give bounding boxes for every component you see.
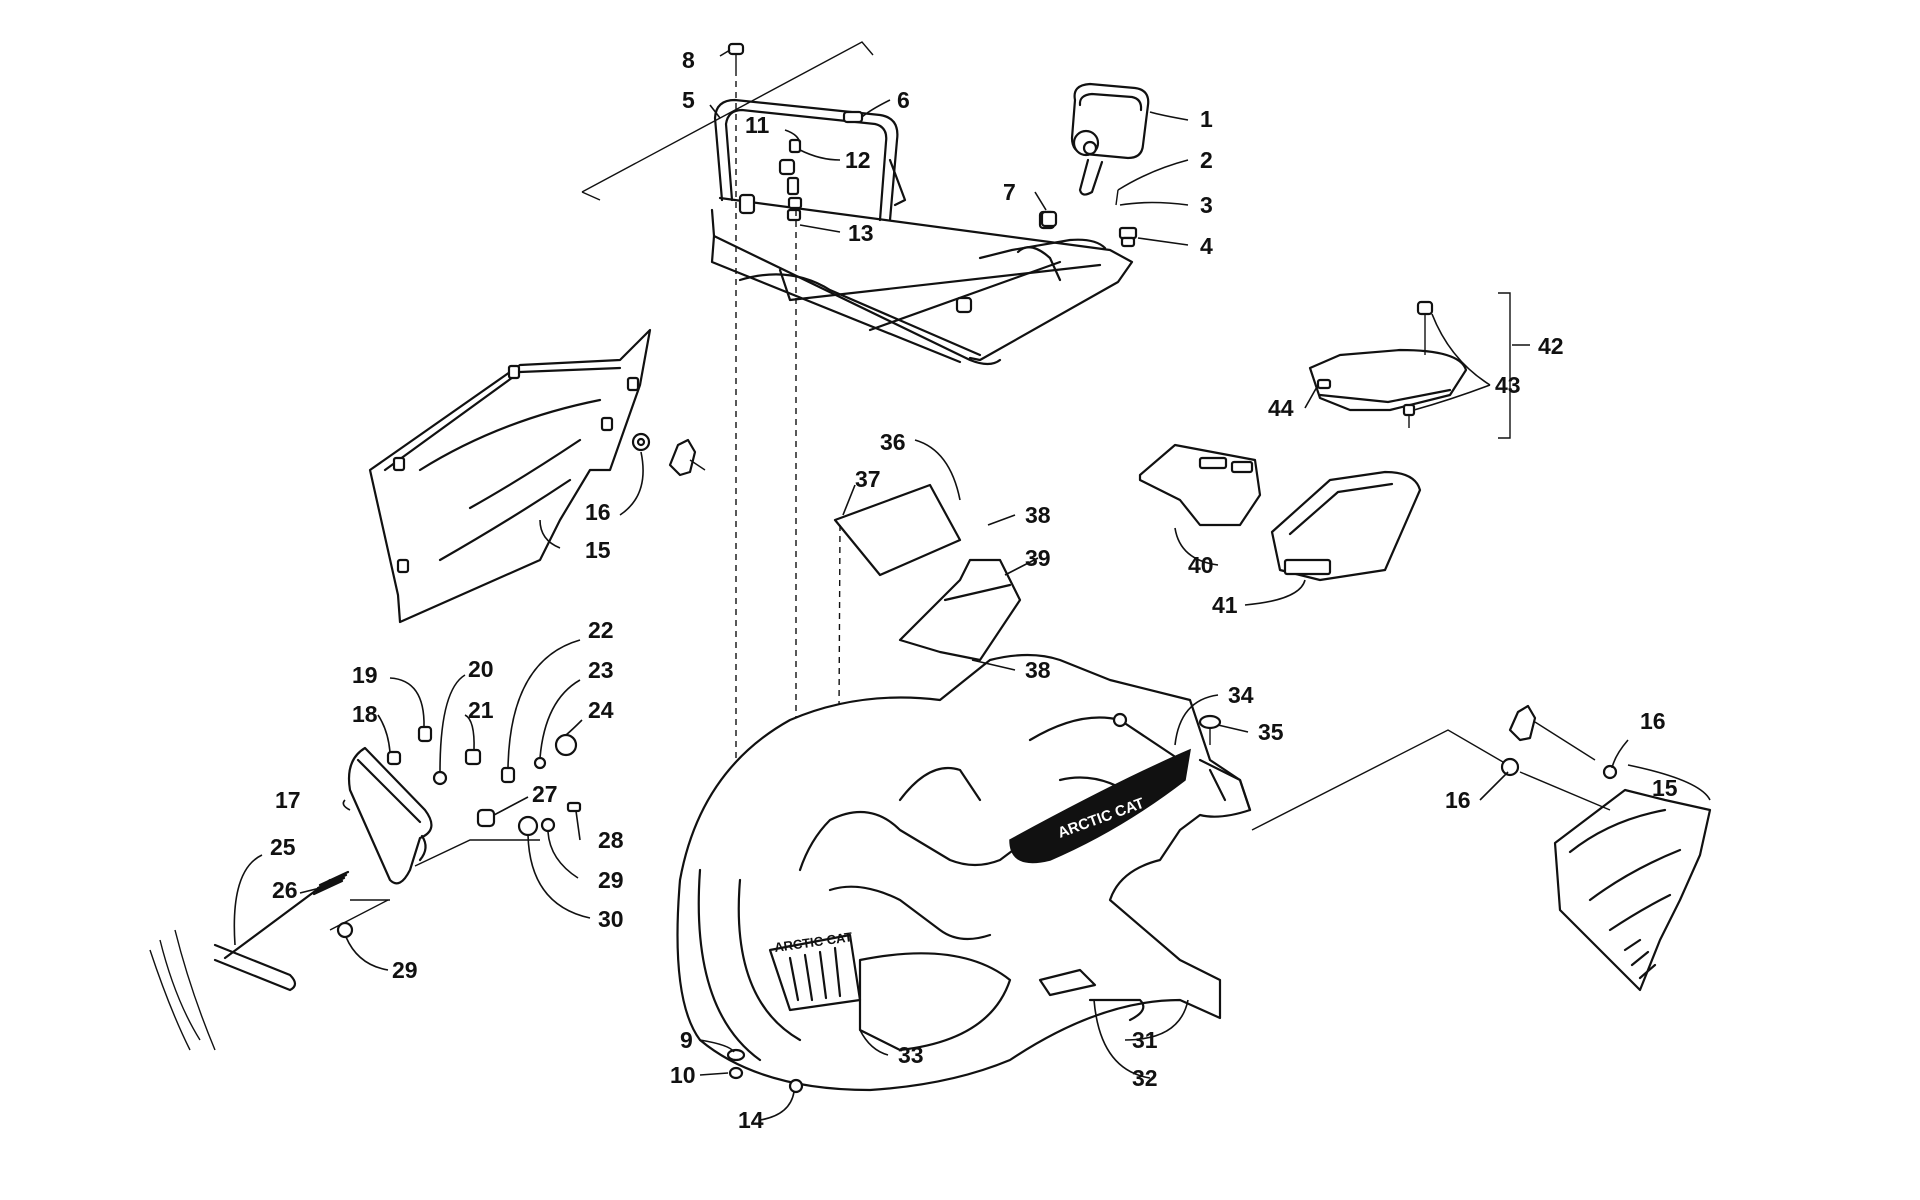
callout-35: 35 [1258,719,1284,745]
callout-24: 24 [588,697,614,723]
left-side-panel [368,328,706,624]
callout-34: 34 [1228,682,1254,708]
callout-16-right-upper: 16 [1640,708,1666,734]
callout-40: 40 [1188,552,1214,578]
callout-12: 12 [845,147,871,173]
callout-10: 10 [670,1062,696,1088]
callout-17: 17 [275,787,301,813]
callout-44: 44 [1268,395,1294,421]
callout-2: 2 [1200,147,1213,173]
callout-29-upper: 29 [598,867,624,893]
callout-41: 41 [1212,592,1238,618]
callout-8: 8 [682,47,695,73]
callout-13: 13 [848,220,874,246]
callout-37: 37 [855,466,881,492]
callout-7: 7 [1003,179,1016,205]
callout-42: 42 [1538,333,1564,359]
callout-36: 36 [880,429,906,455]
callout-15-left: 15 [585,537,611,563]
callout-5: 5 [682,87,695,113]
callout-14: 14 [738,1107,764,1133]
callout-28: 28 [598,827,624,853]
leader-lines [233,49,1711,1121]
callout-11: 11 [745,112,770,138]
callout-26: 26 [272,877,298,903]
callout-19: 19 [352,662,378,688]
callout-6: 6 [897,87,910,113]
mirror [1070,82,1150,248]
callout-38-lower: 38 [1025,657,1051,683]
callout-23: 23 [588,657,614,683]
callout-1: 1 [1200,106,1213,132]
callout-16-left: 16 [585,499,611,525]
callout-22: 22 [588,617,614,643]
callout-18: 18 [352,701,378,727]
callout-3: 3 [1200,192,1213,218]
storage-cover [1308,292,1511,439]
headlight-assembly [149,725,582,1051]
callout-31: 31 [1132,1027,1158,1053]
callout-20: 20 [468,656,494,682]
callout-21: 21 [468,697,494,723]
callout-43: 43 [1495,372,1521,398]
lower-fasteners [726,714,1222,1094]
storage-bin [1138,443,1422,582]
callout-15-right: 15 [1652,775,1678,801]
callouts: 1 2 3 4 5 6 7 8 9 10 11 12 13 14 15 15 1… [270,47,1678,1133]
front-body-panel: ARCTIC CAT ARCTIC CAT [676,653,1252,1092]
callout-9: 9 [680,1027,693,1053]
front-rack [581,41,1134,366]
right-side-panel [1251,704,1712,992]
callout-29-lower: 29 [392,957,418,983]
callout-33: 33 [898,1042,924,1068]
callout-32: 32 [1132,1065,1158,1091]
callout-4: 4 [1200,233,1213,259]
callout-38-upper: 38 [1025,502,1051,528]
callout-27: 27 [532,781,558,807]
callout-16-right-lower: 16 [1445,787,1471,813]
callout-25: 25 [270,834,296,860]
callout-39: 39 [1025,545,1051,571]
callout-30: 30 [598,906,624,932]
